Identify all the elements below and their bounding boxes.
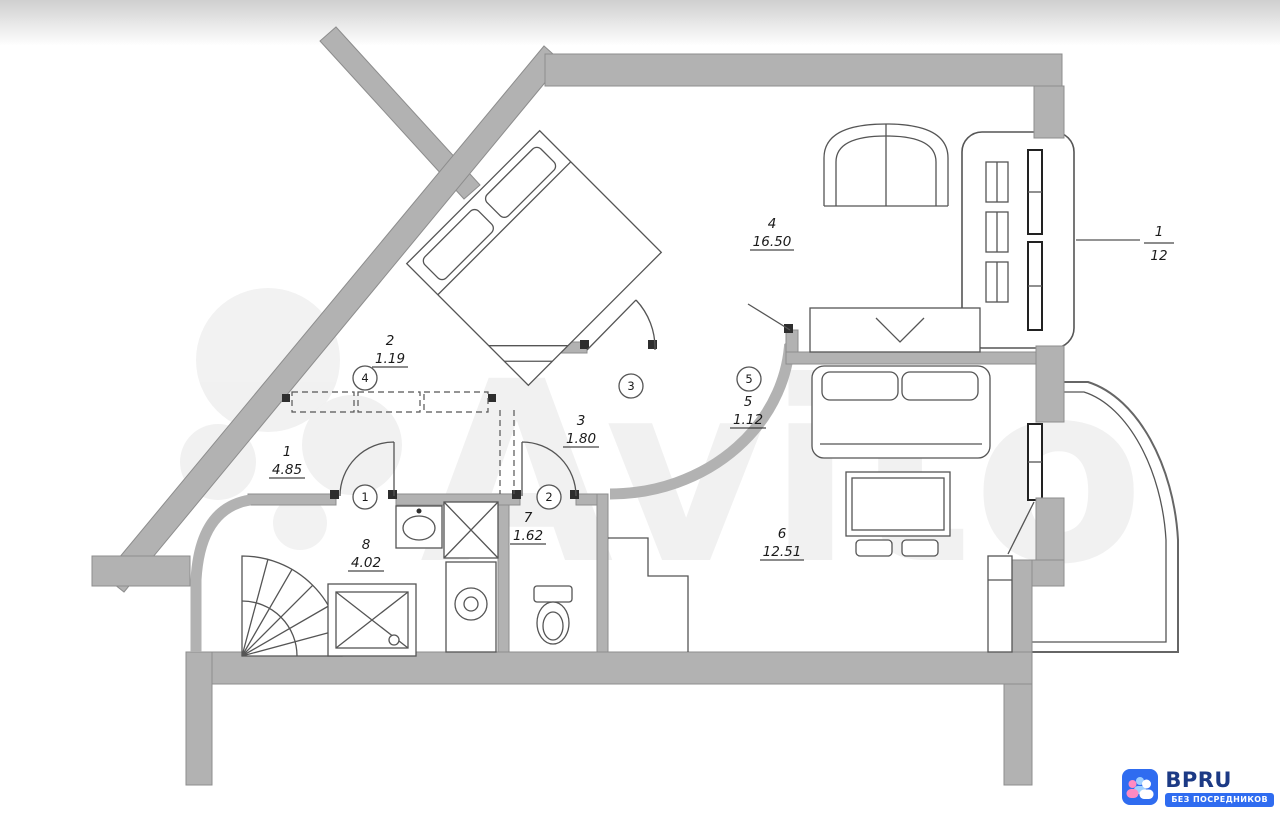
vent-shaft — [443, 501, 499, 559]
room-label-4: 4 16.50 — [750, 216, 794, 251]
bpru-tagline: БЕЗ ПОСРЕДНИКОВ — [1165, 793, 1274, 807]
svg-text:8: 8 — [362, 537, 371, 553]
door-marker-5: 5 — [736, 366, 762, 392]
arched-window — [823, 123, 949, 207]
svg-text:2: 2 — [386, 333, 395, 349]
door-marker-3: 3 — [618, 373, 644, 399]
room-label-1: 1 4.85 — [269, 444, 305, 479]
top-shadow — [0, 0, 1280, 46]
svg-text:5: 5 — [745, 372, 752, 386]
room-label-6: 6 12.51 — [760, 526, 804, 561]
dining-set — [845, 471, 951, 557]
bpru-wordmark: BPRU — [1165, 768, 1232, 792]
room-label-7: 7 1.62 — [510, 510, 546, 545]
partition-dashed — [499, 410, 515, 494]
door-marker-1: 1 — [352, 484, 378, 510]
door-swings — [339, 299, 1035, 555]
svg-text:3: 3 — [627, 379, 634, 393]
bpru-logo[interactable]: BPRU БЕЗ ПОСРЕДНИКОВ — [1122, 769, 1274, 807]
svg-text:1: 1 — [361, 490, 368, 504]
svg-text:6: 6 — [778, 526, 787, 542]
bay-window — [961, 131, 1075, 349]
svg-text:1.80: 1.80 — [566, 431, 596, 447]
svg-text:16.50: 16.50 — [753, 234, 792, 250]
floor-level-fraction: 1 12 — [1076, 224, 1174, 264]
balcony-outline — [1032, 381, 1179, 653]
shower-cabin — [327, 583, 417, 657]
svg-text:1.62: 1.62 — [513, 528, 543, 544]
fraction-top: 1 — [1155, 224, 1164, 240]
svg-text:4: 4 — [768, 216, 777, 232]
svg-text:4: 4 — [361, 371, 368, 385]
room-label-5: 5 1.12 — [730, 394, 766, 429]
corner-bathtub — [241, 555, 343, 657]
sink — [395, 505, 443, 549]
washing-machine — [445, 561, 497, 653]
fraction-bottom: 12 — [1150, 248, 1167, 264]
room-label-2: 2 1.19 — [372, 333, 408, 368]
toilet — [533, 585, 573, 645]
svg-text:2: 2 — [545, 490, 552, 504]
exterior-walls — [91, 26, 1065, 786]
bed — [405, 129, 663, 387]
radiator-icon — [985, 161, 1009, 303]
svg-text:1: 1 — [283, 444, 292, 460]
fridge — [987, 555, 1013, 653]
room-labels: 1 4.85 2 1.19 3 1.80 4 16.50 5 1.12 — [269, 216, 804, 572]
svg-text:3: 3 — [577, 413, 586, 429]
svg-text:4.85: 4.85 — [272, 462, 302, 478]
door-marker-2: 2 — [536, 484, 562, 510]
sofa — [811, 365, 991, 459]
people-icon — [1122, 769, 1159, 805]
svg-text:1.12: 1.12 — [733, 412, 763, 428]
room-label-8: 8 4.02 — [348, 537, 384, 572]
svg-text:4.02: 4.02 — [351, 555, 381, 571]
kitchen-counter-step — [608, 537, 689, 652]
svg-text:12.51: 12.51 — [763, 544, 802, 560]
door-marker-4: 4 — [352, 365, 378, 391]
room-label-3: 3 1.80 — [563, 413, 599, 448]
tv-stand — [809, 307, 981, 353]
svg-text:7: 7 — [524, 510, 533, 526]
svg-text:1.19: 1.19 — [375, 351, 405, 367]
wardrobe-sliding-dashed — [291, 391, 489, 413]
svg-text:5: 5 — [744, 394, 753, 410]
door-markers: 1 2 3 4 5 — [352, 365, 762, 510]
